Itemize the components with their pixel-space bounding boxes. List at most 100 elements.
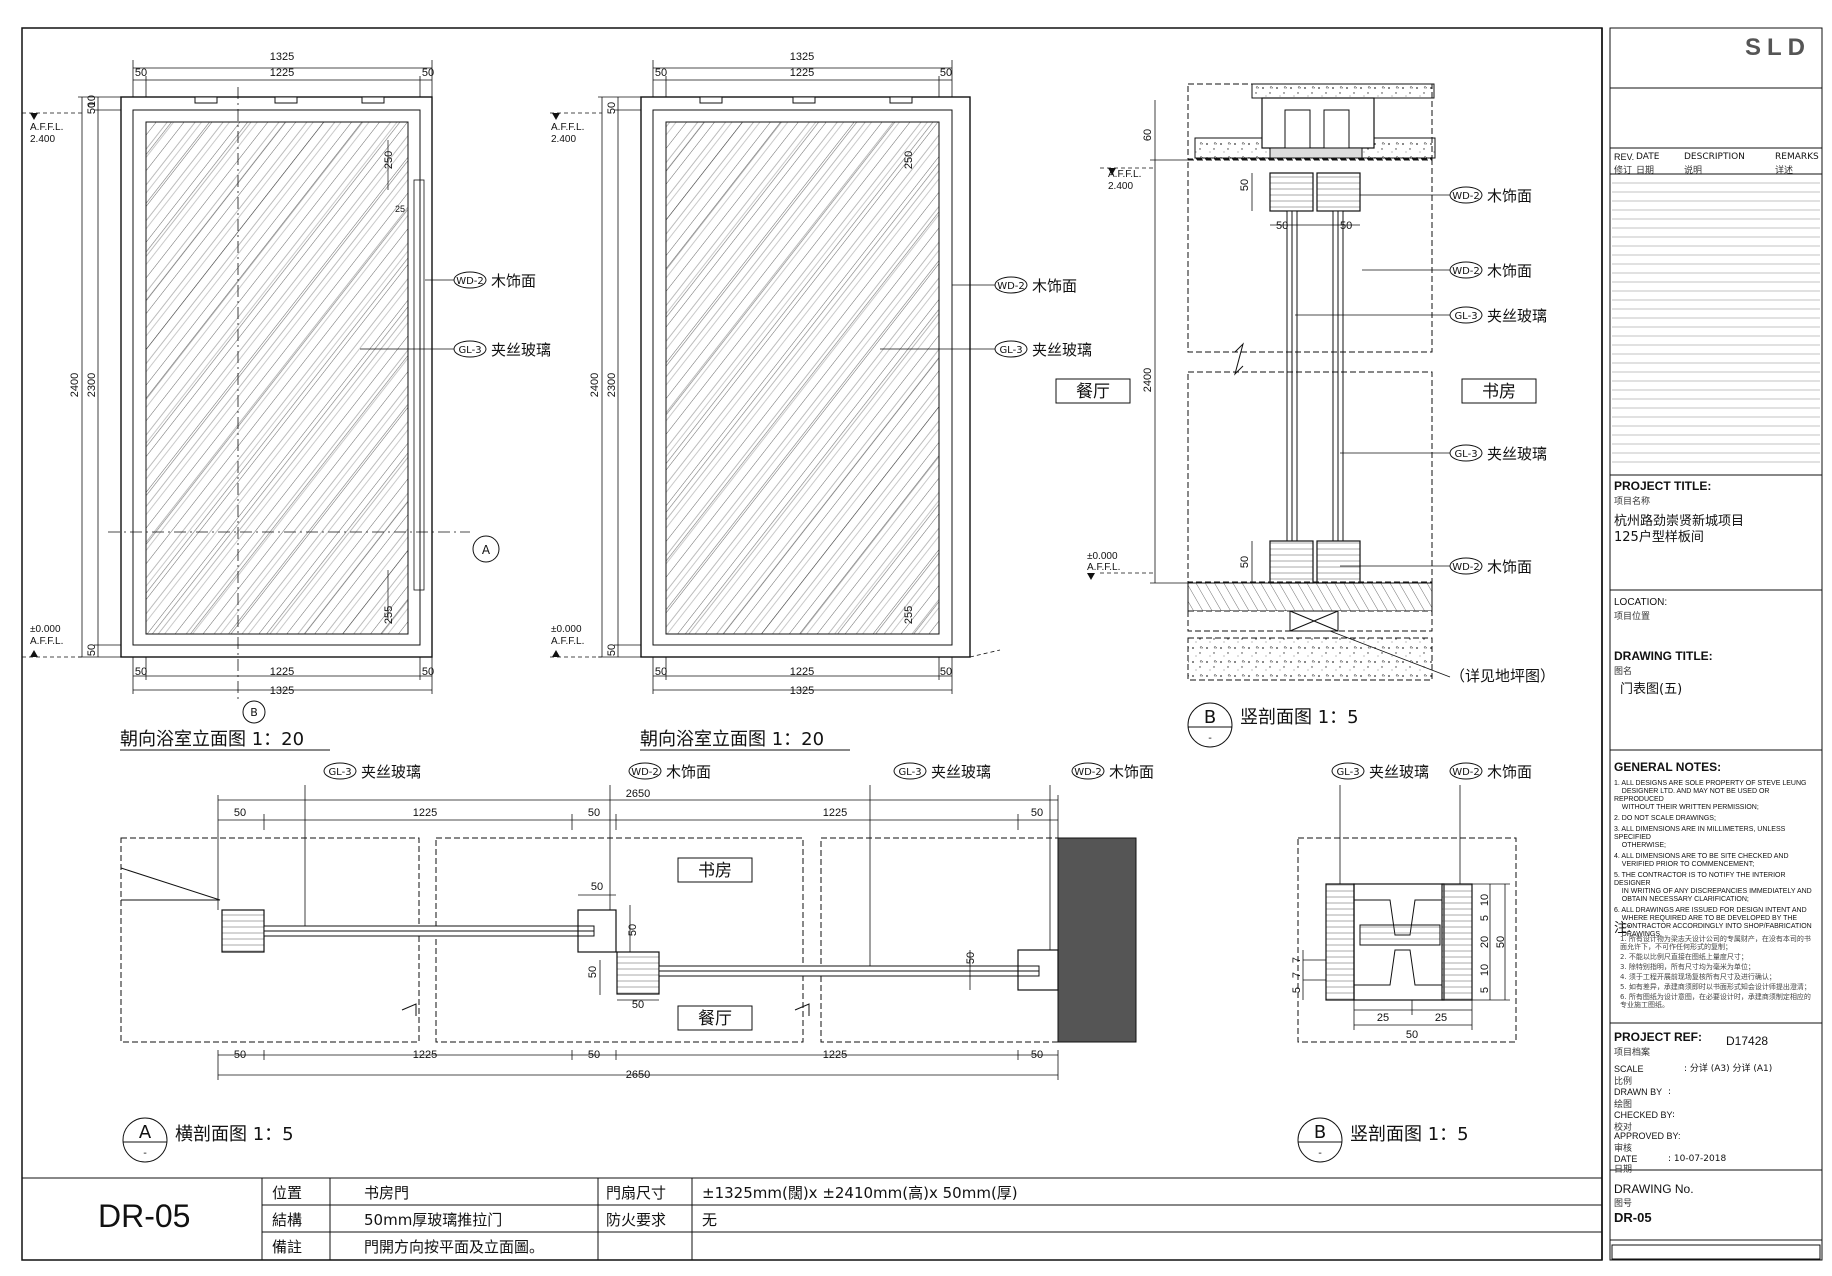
dim-label: 2400: [589, 373, 601, 397]
dim-label: 1325: [270, 685, 294, 697]
project-ref-value: D17428: [1726, 1034, 1769, 1048]
checked-by-value: :: [1672, 1110, 1676, 1120]
scale-label: SCALE: [1614, 1064, 1644, 1074]
dim-label: 1225: [790, 67, 814, 79]
general-note: 5. THE CONTRACTOR IS TO NOTIFY THE INTER…: [1614, 872, 1812, 903]
tag-gl3: GL-3: [458, 345, 481, 356]
label-wood: 木饰面: [1032, 277, 1077, 295]
dim-label: 50: [655, 666, 667, 678]
note-cn: 3. 除特别指明，所有尺寸均为毫米为单位；: [1620, 963, 1755, 971]
label-glass: 夹丝玻璃: [1369, 763, 1429, 781]
general-note: 4. ALL DIMENSIONS ARE TO BE SITE CHECKED…: [1614, 853, 1789, 868]
project-name-line2: 125户型样板间: [1614, 530, 1704, 545]
tag-wd2: WD-2: [1452, 562, 1480, 573]
fire-field-label: 防火要求: [606, 1211, 667, 1229]
scale-cn: 比例: [1614, 1077, 1633, 1087]
dim-label: 10: [86, 95, 98, 107]
dim-label: 50: [606, 644, 618, 656]
rev-label-cn: 修订: [1614, 166, 1633, 176]
tag-wd2: WD-2: [1452, 191, 1480, 202]
dim-label: 50: [1031, 1049, 1043, 1061]
sheet-ref: -: [143, 1148, 147, 1159]
tag-wd2: WD-2: [631, 767, 659, 778]
dim-label: 250: [903, 151, 915, 169]
project-ref-cn: 项目档案: [1614, 1048, 1651, 1058]
room-dining: 餐厅: [698, 1009, 732, 1029]
dim-label: 50: [591, 881, 603, 893]
dim-label: 255: [903, 606, 915, 624]
dim-label: 50: [588, 807, 600, 819]
general-note: 3. ALL DIMENSIONS ARE IN MILLIMETERS, UN…: [1614, 826, 1786, 849]
section-marker-a: A: [482, 543, 491, 557]
dim-label: 10: [1479, 964, 1491, 976]
location-label: LOCATION:: [1614, 597, 1668, 608]
label-wood: 木饰面: [1487, 187, 1532, 205]
dim-label: 1225: [413, 807, 437, 819]
dim-label: 1325: [790, 51, 814, 63]
dim-label: 50: [234, 1049, 246, 1061]
drawn-by-label: DRAWN BY: [1614, 1087, 1663, 1097]
drawing-title-label: DRAWING TITLE:: [1614, 649, 1713, 663]
note-cn: 5. 如有差异，承建商须即时以书面形式知会设计师提出澄清；: [1620, 983, 1811, 991]
affl-label: 2.400: [551, 134, 576, 145]
door-code: DR-05: [98, 1198, 191, 1234]
dim-label: 25: [1435, 1012, 1447, 1024]
date-label: DATE: [1614, 1154, 1638, 1164]
drawing-no-value: DR-05: [1614, 1210, 1652, 1225]
date-header: DATE: [1636, 152, 1660, 162]
affl-label: 2.400: [1108, 181, 1133, 192]
dim-label: 2400: [1142, 368, 1154, 392]
label-wood: 木饰面: [1109, 763, 1154, 781]
rev-label: REV.: [1614, 152, 1635, 162]
tag-gl3: GL-3: [328, 767, 351, 778]
scale-value: : 分详 (A3) 分详 (A1): [1684, 1064, 1773, 1074]
project-name-line1: 杭州路劲崇贤新城项目: [1614, 514, 1745, 529]
tag-wd2: WD-2: [456, 276, 484, 287]
elevation-1: [22, 60, 470, 700]
dim-label: 50: [1406, 1029, 1418, 1041]
section-marker-b: B: [1204, 707, 1216, 728]
dim-label: 50: [627, 924, 639, 936]
section-marker-b: B: [1314, 1122, 1326, 1143]
note-cn: 6. 所有图纸为设计意图，在必要设计时，承建商须制定相应的专业施工图纸。: [1620, 993, 1811, 1009]
tag-wd2: WD-2: [1074, 767, 1102, 778]
logo: SLD: [1745, 34, 1811, 61]
drawing-title-value: 门表图(五): [1620, 682, 1683, 697]
dim-label: 2650: [626, 788, 650, 800]
section-a-horizontal: [120, 785, 1137, 1080]
affl-label: A.F.F.L.: [30, 122, 63, 133]
dim-label: 50: [1031, 807, 1043, 819]
label-glass: 夹丝玻璃: [931, 763, 991, 781]
tag-gl3: GL-3: [1336, 767, 1359, 778]
dim-label: 50: [135, 67, 147, 79]
drawing-no-cn: 图号: [1614, 1199, 1633, 1209]
dim-label: 60: [1142, 129, 1154, 141]
description-header: DESCRIPTION: [1684, 152, 1745, 162]
dim-label: 10: [1479, 894, 1491, 906]
dim-label: 50: [1495, 936, 1507, 948]
label-wood: 木饰面: [1487, 558, 1532, 576]
drawing-no-label: DRAWING No.: [1614, 1182, 1694, 1196]
sheet-ref: -: [1318, 1148, 1322, 1159]
location-field-label: 位置: [272, 1184, 303, 1202]
general-note: 2. DO NOT SCALE DRAWINGS;: [1614, 815, 1716, 822]
location-cn: 项目位置: [1614, 612, 1651, 622]
tag-gl3: GL-3: [1454, 449, 1477, 460]
tag-wd2: WD-2: [1452, 266, 1480, 277]
dim-label: 50: [1239, 179, 1251, 191]
label-wood: 木饰面: [666, 763, 711, 781]
general-note: 1. ALL DESIGNS ARE SOLE PROPERTY OF STEV…: [1614, 780, 1807, 811]
dim-label: 7: [1291, 957, 1303, 963]
dim-label: 1325: [790, 685, 814, 697]
label-wood: 木饰面: [1487, 763, 1532, 781]
section-a-title: 横剖面图 1：5: [175, 1124, 294, 1145]
remarks-header-cn: 详述: [1775, 166, 1794, 176]
room-study: 书房: [698, 861, 732, 881]
size-field-label: 門扇尺寸: [606, 1184, 667, 1202]
affl-label: A.F.F.L.: [551, 122, 584, 133]
remarks-field-label: 備註: [272, 1238, 303, 1256]
label-glass: 夹丝玻璃: [1487, 307, 1547, 325]
rev-header: REV.: [1614, 152, 1634, 163]
notes-cn-label: 注:: [1614, 921, 1632, 936]
